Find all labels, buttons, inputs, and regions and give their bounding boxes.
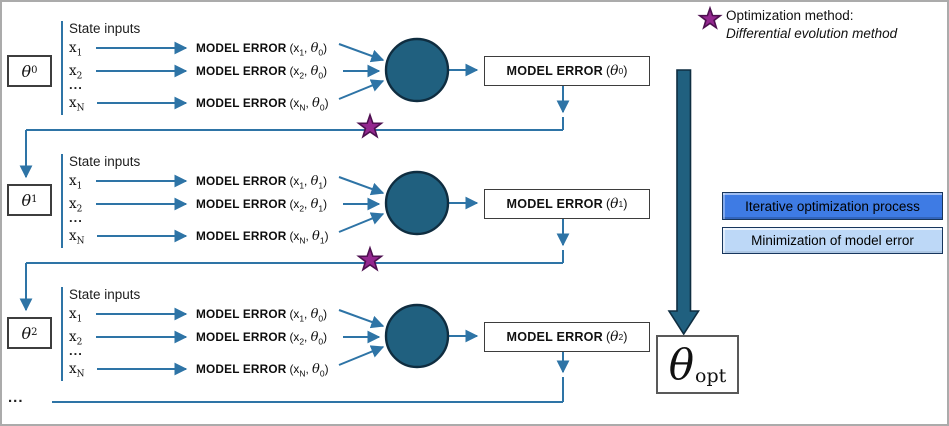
- model-error-row-2-2: MODEL ERROR(xN, θ0): [196, 362, 329, 379]
- legend-star-icon: [698, 7, 722, 29]
- model-error-row-0-0: MODEL ERROR(x1, θ0): [196, 41, 328, 58]
- block0-lines: [19, 21, 570, 179]
- iterative-optimization-label-box: Iterative optimization process: [722, 192, 943, 220]
- converge-line-3-1: [338, 212, 385, 233]
- model-error-row-2-1: MODEL ERROR(xN, θ1): [196, 229, 329, 246]
- model-error-row-0-1: MODEL ERROR(x1, θ1): [196, 174, 328, 191]
- input-x1-label-0: x1: [69, 40, 83, 59]
- converge-line-1-2: [338, 309, 385, 329]
- sum-node-0: [384, 37, 450, 103]
- model-error-row-0-2: MODEL ERROR(x1, θ0): [196, 307, 328, 324]
- model-error-row-1-1: MODEL ERROR(x2, θ1): [196, 197, 328, 214]
- input-ellipsis-2: ...: [69, 343, 83, 358]
- continuation-ellipsis: ...: [8, 389, 24, 406]
- input-x1-label-2: x1: [69, 306, 83, 325]
- optimization-star-0: [357, 114, 383, 138]
- theta-symbol: θ: [21, 190, 32, 210]
- minimization-label-box: Minimization of model error: [722, 227, 943, 254]
- input-xN-label-0: xN: [69, 95, 85, 114]
- input-xN-label-2: xN: [69, 361, 85, 380]
- sum-node-2: [384, 303, 450, 369]
- converge-line-3-0: [338, 79, 385, 100]
- state-inputs-label-1: State inputs: [69, 154, 141, 169]
- theta-symbol: θ: [21, 61, 32, 81]
- theta-symbol: θ: [21, 323, 32, 343]
- input-ellipsis-1: ...: [69, 210, 83, 225]
- sum-node-1: [384, 170, 450, 236]
- state-inputs-label-2: State inputs: [69, 287, 141, 302]
- state-inputs-label-0: State inputs: [69, 21, 141, 36]
- input-x1-label-1: x1: [69, 173, 83, 192]
- converge-line-3-2: [338, 345, 385, 366]
- converge-line-1-1: [338, 176, 385, 196]
- input-x2-label-2: x2: [69, 329, 83, 348]
- optimization-star-1: [357, 247, 383, 271]
- theta-opt-symbol: θ: [668, 339, 695, 389]
- legend-title: Optimization method:: [726, 8, 854, 23]
- block2-lines: [52, 287, 570, 403]
- theta-opt-subscript: opt: [695, 364, 727, 387]
- block1-lines: [19, 154, 570, 312]
- model-error-row-1-2: MODEL ERROR(x2, θ0): [196, 330, 328, 347]
- input-ellipsis-0: ...: [69, 77, 83, 92]
- model-error-row-2-0: MODEL ERROR(xN, θ0): [196, 96, 329, 113]
- input-xN-label-1: xN: [69, 228, 85, 247]
- model-error-row-1-0: MODEL ERROR(x2, θ0): [196, 64, 328, 81]
- big-down-arrow: [667, 69, 700, 336]
- input-x2-label-1: x2: [69, 196, 83, 215]
- legend-method: Differential evolution method: [726, 26, 898, 41]
- input-x2-label-0: x2: [69, 63, 83, 82]
- converge-line-1-0: [338, 43, 385, 63]
